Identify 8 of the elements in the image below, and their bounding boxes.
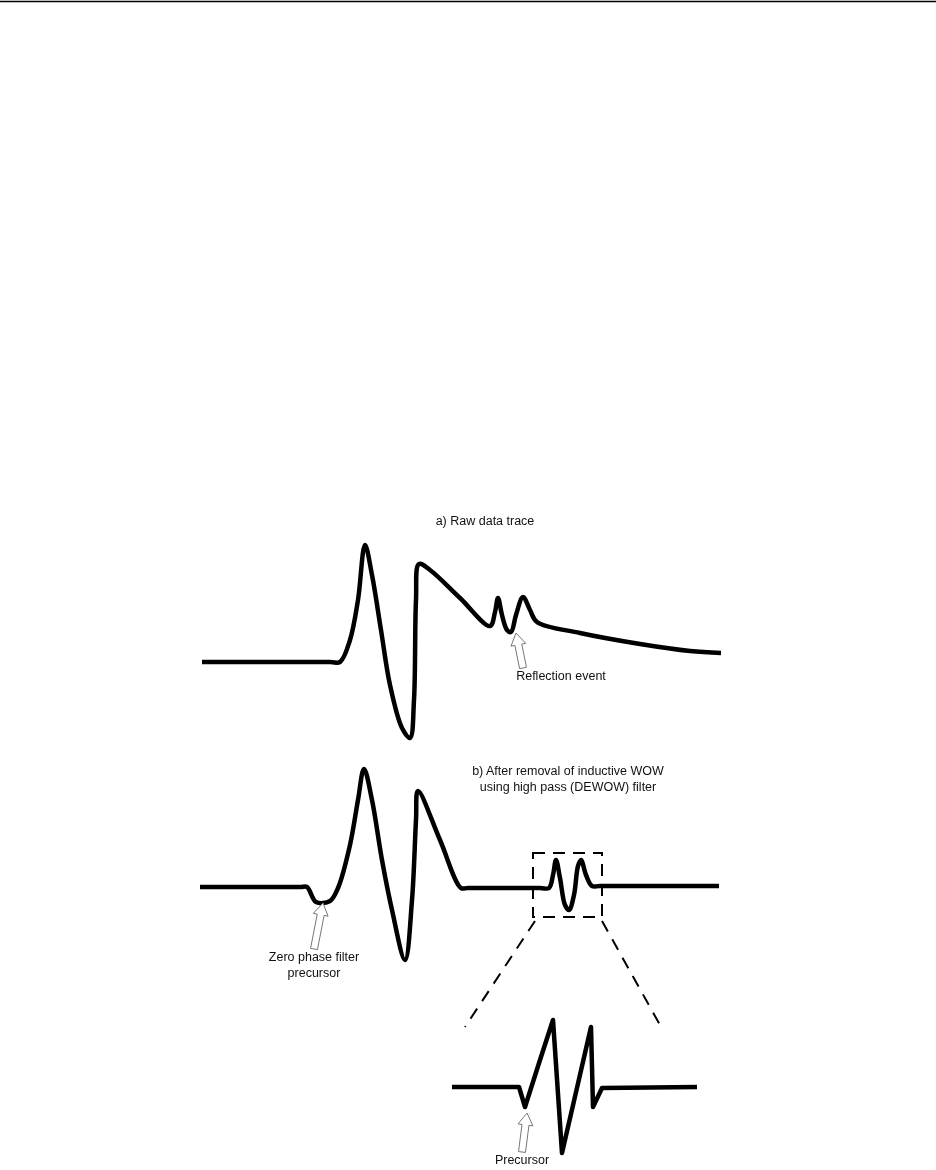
callout-label: Reflection event bbox=[496, 668, 626, 685]
callout-label: Zero phase filter precursor bbox=[266, 949, 362, 982]
callout-label: Precursor bbox=[477, 1152, 567, 1169]
hollow-arrow bbox=[510, 632, 527, 670]
hollow-arrow bbox=[310, 902, 329, 951]
panel-title: b) After removal of inductive WOW using high pass (DEWOW) filter bbox=[471, 763, 665, 796]
hollow-arrow bbox=[517, 1112, 534, 1153]
panel-title: a) Raw data trace bbox=[434, 513, 536, 530]
